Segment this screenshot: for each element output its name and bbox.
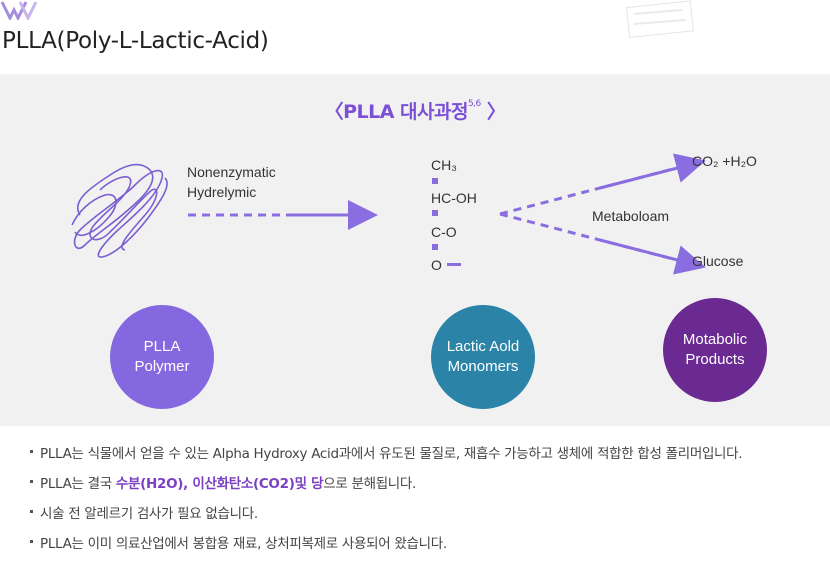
- bullet-item: PLLA는 결국 수분(H2O), 이산화탄소(CO2)및 당으로 분해됩니다.: [30, 472, 742, 502]
- hydrolysis-label-line2: Hydrelymic: [187, 184, 257, 200]
- product-co2-h2o: CO₂ +H₂O: [692, 153, 757, 169]
- watermark-icon: [625, 0, 694, 39]
- formula-line-1: CH₃: [431, 157, 457, 173]
- circle-line1: PLLA: [143, 338, 181, 355]
- panel-title-text: 〈PLLA 대사과정: [324, 101, 469, 123]
- bullet-item: PLLA는 식물에서 얻을 수 있는 Alpha Hydroxy Acid과에서…: [30, 442, 743, 472]
- product-glucose: Glucose: [692, 253, 744, 269]
- brand-logo-icon: [0, 1, 38, 20]
- info-bullet-list: PLLA는 식물에서 얻을 수 있는 Alpha Hydroxy Acid과에서…: [30, 442, 743, 562]
- page-title: PLLA(Poly-L-Lactic-Acid): [2, 28, 269, 54]
- lactic-acid-monomers-circle: Lactic Aold Monomers: [431, 305, 535, 409]
- bullet-highlight: 수분(H2O), 이산화탄소(CO2)및 당: [115, 476, 324, 492]
- circle-line1: Motabolic: [682, 331, 748, 348]
- circle-line1: Lactic Aold: [446, 338, 520, 355]
- bullet-text: PLLA는 결국: [40, 476, 116, 492]
- formula-line-3: C-O: [431, 224, 457, 240]
- formula-bonds: [432, 178, 461, 266]
- formula-line-2: HC-OH: [431, 190, 477, 206]
- formula-line-4: O: [431, 257, 442, 273]
- bullet-item: PLLA는 이미 의료산업에서 봉합용 재료, 상처피복제로 사용되어 왔습니다…: [30, 532, 742, 562]
- circle-line2: Polymer: [134, 358, 190, 375]
- plla-polymer-circle: PLLA Polymer: [110, 305, 214, 409]
- panel-title-superscript: 5,6: [467, 99, 481, 109]
- bullet-text: 으로 분해됩니다.: [323, 476, 417, 492]
- bullet-item: 시술 전 알레르기 검사가 필요 없습니다.: [30, 502, 742, 532]
- hydrolysis-label-line1: Nonenzymatic: [187, 164, 276, 180]
- circle-line2: Monomers: [447, 358, 519, 375]
- panel-title: 〈PLLA 대사과정5,6 〉: [0, 97, 830, 124]
- polymer-chain-icon: [71, 163, 168, 258]
- metabolic-products-circle: Motabolic Products: [663, 298, 767, 402]
- panel-title-end: 〉: [486, 101, 506, 123]
- circle-line2: Products: [685, 351, 745, 368]
- metabolism-label: Metaboloam: [592, 208, 670, 224]
